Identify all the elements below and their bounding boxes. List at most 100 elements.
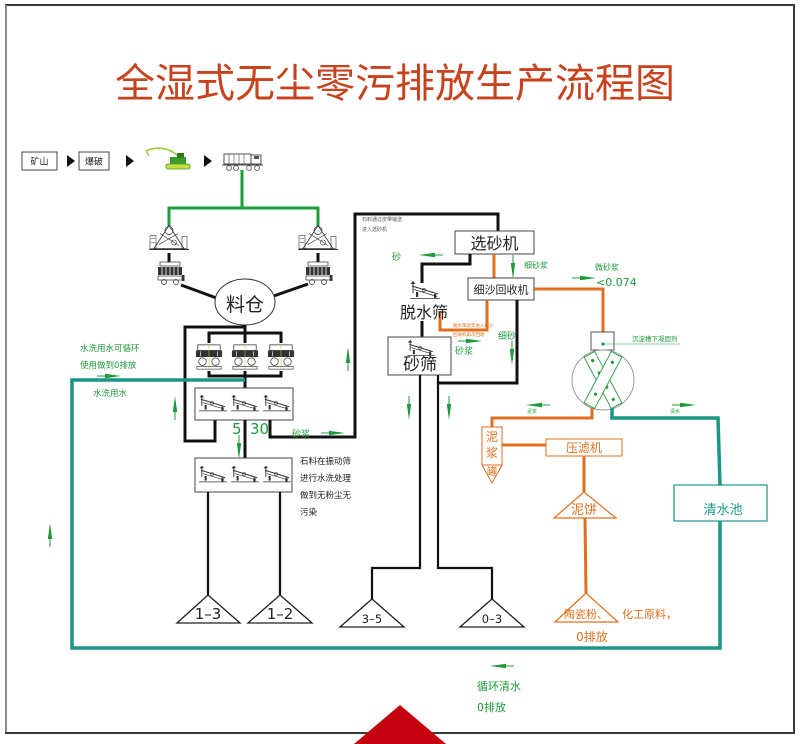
sand-selector-label: 选砂机: [470, 234, 518, 253]
stockpile-1-3: [175, 594, 242, 624]
stockpile-label: 1–2: [267, 605, 294, 623]
flow-triangle-icon: [204, 155, 212, 167]
selector-to-dewatering-line: [420, 254, 472, 283]
micro-slurry-label: 微砂浆: [595, 262, 619, 272]
mine-label: 矿山: [30, 156, 48, 168]
dosing-box: [590, 331, 615, 351]
arrow-left-icon: [419, 252, 443, 258]
conveyor-note-line: 进入选砂机: [362, 226, 387, 233]
sand-selector: 选砂机: [454, 230, 535, 255]
recovery-note-line: 回收机再次回收: [453, 331, 485, 338]
flocculant-label: 沉淀槽下凝固剂: [632, 334, 678, 343]
jaw-crusher-icon: [149, 224, 189, 251]
washing-screen-2: [194, 457, 293, 493]
slurry-label: 砂浆: [292, 428, 310, 440]
arrow-right-icon: [458, 338, 482, 344]
filter-press: 压滤机: [545, 438, 623, 457]
wash-water-label: 水洗用水: [93, 388, 128, 399]
dump-truck-icon: [222, 153, 263, 171]
micro-size-label: <0.074: [596, 276, 637, 289]
mud-tank-label: 浆: [486, 445, 498, 460]
page-title: 全湿式无尘零污排放生产流程图: [115, 61, 675, 107]
arrow-down-icon: [446, 396, 452, 420]
clear-water-line: [610, 408, 722, 486]
slurry-line-to-selector: [268, 212, 500, 439]
impact-crusher-icon: [195, 343, 223, 370]
recycle-note-line: 使用做到0排放: [80, 360, 137, 371]
conveyor-note: 石料通过皮带输送 进入选砂机: [362, 216, 402, 233]
byproduct-pile: [553, 592, 620, 623]
arrow-down-icon: [510, 255, 516, 279]
dosing-dot: [601, 342, 605, 346]
wash-note-line: 进行水洗处理: [300, 473, 352, 484]
screen-box: [194, 387, 294, 421]
sand-screen: 砂筛: [387, 336, 452, 376]
stockpile-3-5: [338, 598, 406, 628]
sand-screen-label: 砂筛: [403, 355, 437, 375]
quarry-row: 矿山 爆破: [21, 147, 263, 171]
oversize-return-line: [183, 325, 245, 443]
arrow-down-icon: [236, 435, 242, 459]
flow-triangle-icon: [67, 155, 75, 167]
cone-crusher-icon: [157, 261, 185, 285]
clear-water-pool: 清水池: [673, 484, 768, 522]
crusher-feed-manifold: [207, 331, 283, 343]
mud-cake-label: 泥饼: [571, 503, 597, 518]
recycle-note-line: 0排放: [477, 700, 506, 714]
wash-water-notes: 水洗用水可循环 使用做到0排放 水洗用水: [80, 343, 140, 399]
fine-sand-label: 细砂: [498, 330, 516, 342]
mud-tank-label: 罐: [487, 465, 497, 478]
conveyor-split-line: [167, 206, 320, 226]
mud-tank: 泥 浆 罐: [481, 426, 503, 485]
product-line-3-5: [370, 375, 422, 599]
product-line-0-3: [436, 375, 494, 599]
mud-label: 泥浆: [527, 408, 537, 415]
arrow-left-icon: [526, 402, 550, 408]
dewatering-screen-label: 脱水筛: [400, 303, 448, 322]
clear-water-label: 清水: [670, 408, 680, 415]
feed-conveyor-lines: [167, 170, 320, 226]
arrow-down-icon: [509, 341, 515, 365]
stockpile-label: 0–3: [482, 612, 502, 626]
cone-crusher-icon: [305, 261, 333, 285]
blasting-label: 爆破: [85, 156, 103, 168]
flow-triangle-icon: [126, 155, 134, 167]
stockpile-label: 3–5: [362, 612, 382, 626]
conveyor-note-line: 石料通过皮带输送: [362, 216, 402, 223]
clear-pool-box: [673, 484, 768, 522]
mud-tank-label: 泥: [486, 430, 498, 444]
mud-cake: 泥饼: [552, 491, 618, 519]
jaw-crusher-icon: [298, 224, 338, 251]
secondary-crusher-lines: [183, 325, 283, 443]
recovery-label: 细沙回收机: [474, 283, 529, 297]
byproduct: 陶瓷粉、 化工原料， 0排放: [553, 592, 677, 644]
mud-line: [490, 408, 594, 427]
arrow-up-icon: [345, 347, 351, 371]
wash-note-line: 污染: [300, 507, 318, 518]
settling-tank-icon: [571, 349, 635, 411]
recovery-note-line: 脱水筛泥浆进入细沙: [453, 322, 494, 329]
wash-note: 石料在振动筛 进行水洗处理 做到无粉尘无 污染: [300, 456, 352, 518]
impact-crusher-icon: [231, 343, 259, 370]
size-max-label: 30: [250, 420, 269, 438]
slurry-label-2: 砂浆: [455, 345, 473, 357]
zero-discharge-label: 0排放: [576, 629, 608, 644]
vibrating-screen-icon: [409, 280, 441, 300]
silo: 料仓: [214, 278, 276, 326]
blasting-box: [78, 151, 110, 171]
arrow-right-icon: [321, 430, 345, 436]
stockpile-0-3: [458, 598, 526, 628]
byproduct-label: 陶瓷粉、: [564, 607, 608, 621]
flocculant-dosing: 沉淀槽下凝固剂: [590, 331, 680, 351]
recycle-note-line: 循环清水: [477, 680, 521, 693]
mine-box: [21, 151, 58, 171]
micro-slurry-line: [534, 287, 605, 332]
recycle-note-line: 水洗用水可循环: [80, 343, 140, 354]
stockpile-label: 1–3: [195, 605, 222, 623]
clear-pool-label: 清水池: [703, 503, 742, 518]
sand-label: 砂: [392, 251, 401, 263]
fine-sand-recovery: 细沙回收机: [467, 277, 535, 301]
fine-slurry-label: 细砂浆: [524, 260, 548, 270]
crusher-to-silo-line: [267, 282, 309, 300]
